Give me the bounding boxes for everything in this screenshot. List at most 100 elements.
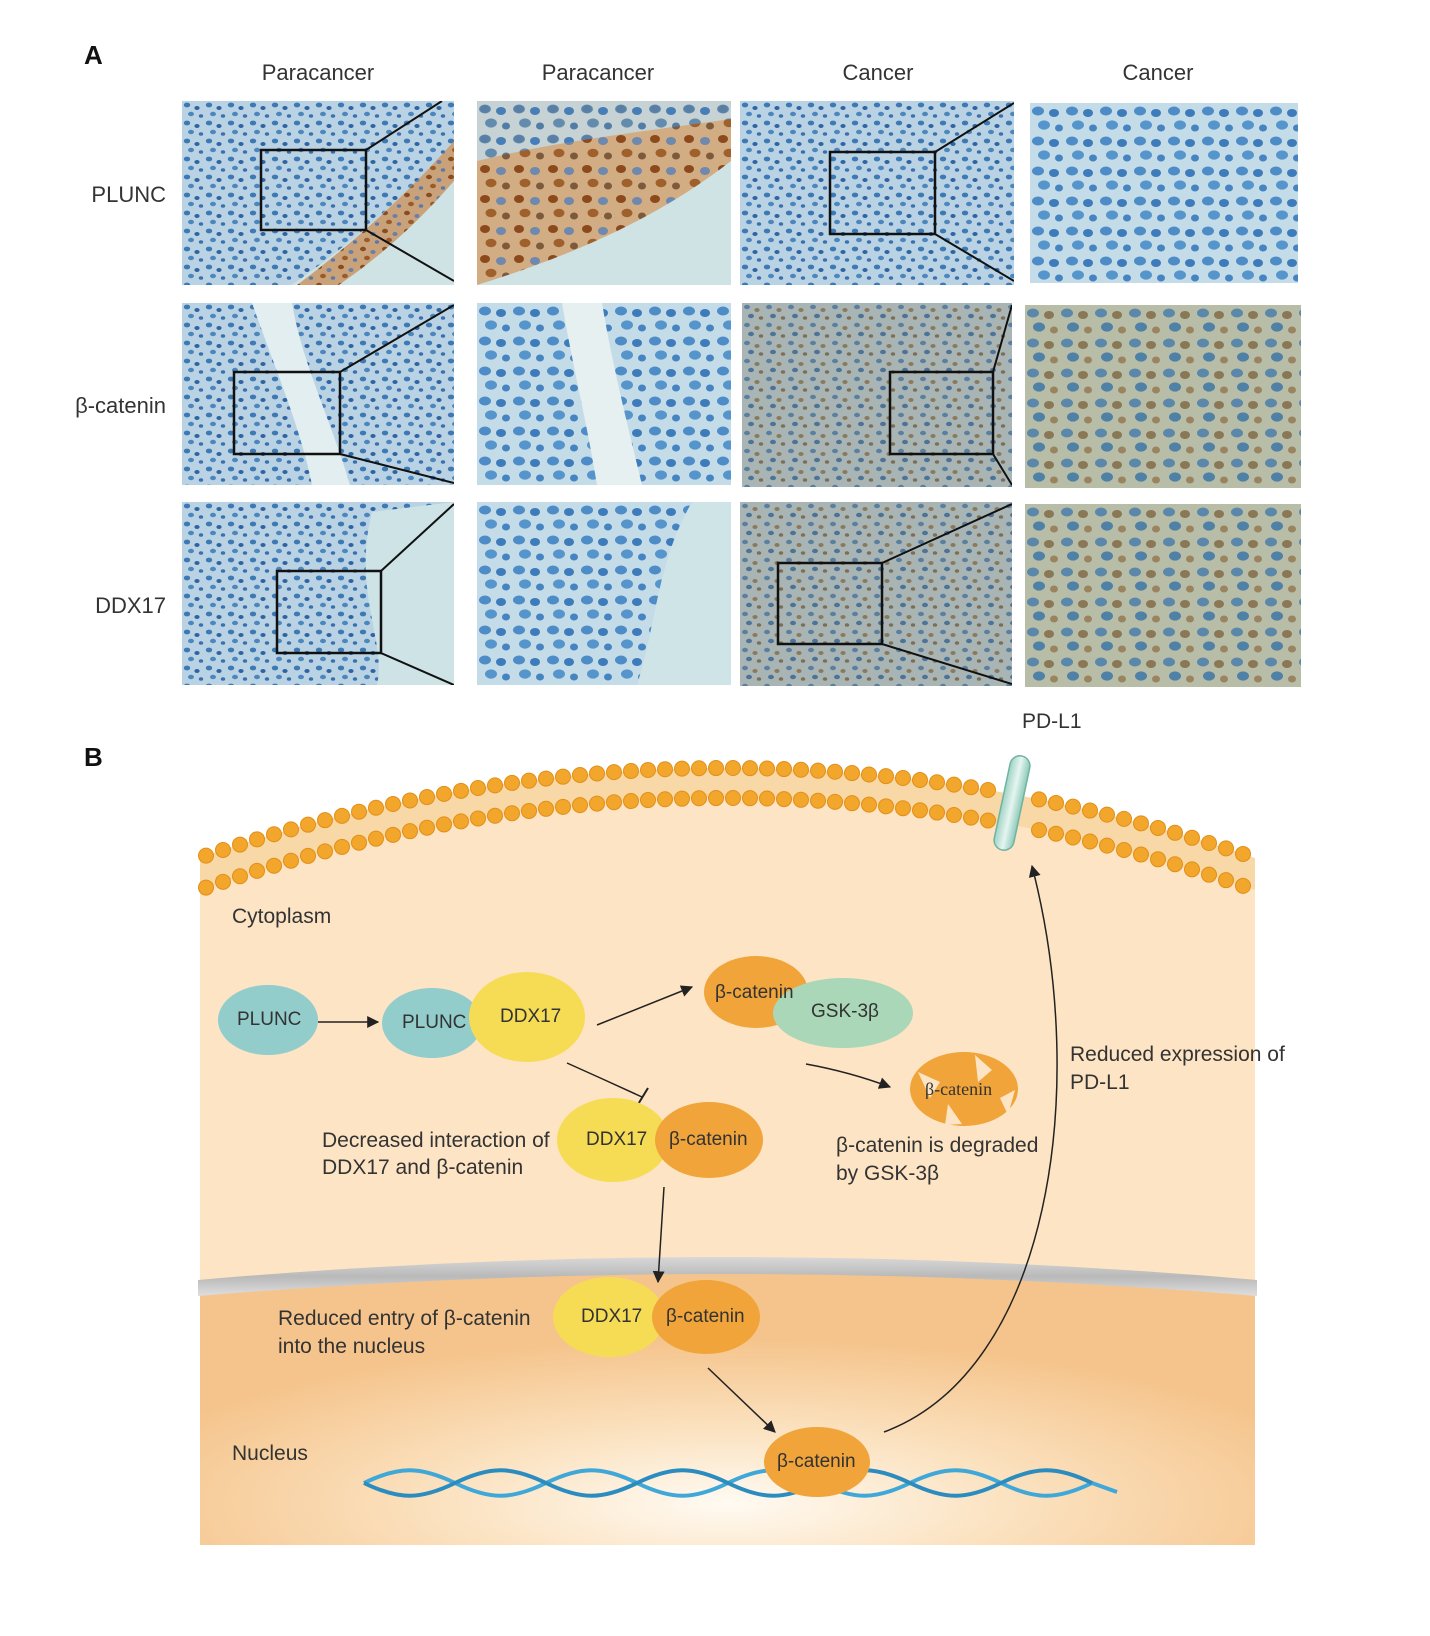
lipid-head	[573, 798, 588, 813]
lipid-head	[675, 761, 690, 776]
lipid-head	[692, 761, 707, 776]
lipid-head	[964, 810, 979, 825]
lipid-head	[556, 769, 571, 784]
lipid-head	[692, 791, 707, 806]
lipid-head	[1100, 807, 1115, 822]
reduced-pdl1-label-1: Reduced expression of	[1070, 1041, 1285, 1069]
bcat-degraded-label: β-catenin	[925, 1079, 992, 1100]
lipid-head	[335, 839, 350, 854]
lipid-head	[675, 791, 690, 806]
lipid-head	[335, 808, 350, 823]
lipid-head	[964, 780, 979, 795]
lipid-head	[726, 791, 741, 806]
lipid-head	[403, 824, 418, 839]
lipid-head	[386, 827, 401, 842]
lipid-head	[1032, 823, 1047, 838]
bcat-gsk-label: β-catenin	[715, 982, 794, 1004]
lipid-head	[862, 797, 877, 812]
lipid-head	[811, 793, 826, 808]
lipid-head	[1134, 816, 1149, 831]
lipid-head	[403, 793, 418, 808]
lipid-head	[1049, 795, 1064, 810]
lipid-head	[828, 794, 843, 809]
lipid-head	[1168, 857, 1183, 872]
ddx17-nuc-label: DDX17	[581, 1306, 642, 1328]
lipid-head	[420, 820, 435, 835]
lipid-head	[930, 775, 945, 790]
lipid-head	[862, 767, 877, 782]
lipid-head	[930, 805, 945, 820]
lipid-head	[896, 801, 911, 816]
lipid-head	[420, 790, 435, 805]
lipid-head	[1202, 836, 1217, 851]
lipid-head	[199, 848, 214, 863]
lipid-head	[233, 837, 248, 852]
lipid-head	[777, 792, 792, 807]
lipid-head	[505, 775, 520, 790]
ddx17-bound-label: DDX17	[500, 1006, 561, 1028]
lipid-head	[505, 806, 520, 821]
lipid-head	[1117, 811, 1132, 826]
lipid-head	[216, 843, 231, 858]
lipid-head	[488, 808, 503, 823]
lipid-head	[845, 796, 860, 811]
lipid-head	[607, 765, 622, 780]
pd-l1-label: PD-L1	[1022, 708, 1082, 736]
lipid-head	[284, 853, 299, 868]
lipid-head	[233, 869, 248, 884]
lipid-head	[913, 803, 928, 818]
lipid-head	[454, 783, 469, 798]
lipid-head	[1236, 846, 1251, 861]
lipid-head	[1066, 799, 1081, 814]
lipid-head	[369, 831, 384, 846]
plunc-free-label: PLUNC	[237, 1009, 301, 1031]
lipid-head	[386, 797, 401, 812]
lipid-head	[1219, 873, 1234, 888]
lipid-head	[1168, 825, 1183, 840]
lipid-head	[641, 793, 656, 808]
lipid-head	[1151, 852, 1166, 867]
lipid-head	[1134, 847, 1149, 862]
lipid-head	[624, 794, 639, 809]
ddx17-mid-label: DDX17	[586, 1129, 647, 1151]
lipid-head	[369, 800, 384, 815]
lipid-head	[1066, 830, 1081, 845]
lipid-head	[267, 858, 282, 873]
lipid-head	[250, 832, 265, 847]
reduced-entry-label-2: into the nucleus	[278, 1333, 425, 1361]
lipid-head	[1100, 838, 1115, 853]
lipid-head	[539, 801, 554, 816]
lipid-head	[879, 769, 894, 784]
degraded-label-1: β-catenin is degraded	[836, 1132, 1038, 1160]
decreased-interaction-label-2: DDX17 and β-catenin	[322, 1154, 523, 1182]
lipid-head	[318, 844, 333, 859]
lipid-head	[777, 762, 792, 777]
lipid-head	[896, 771, 911, 786]
lipid-head	[947, 777, 962, 792]
lipid-head	[199, 880, 214, 895]
lipid-head	[794, 792, 809, 807]
lipid-head	[437, 786, 452, 801]
lipid-head	[352, 835, 367, 850]
lipid-head	[301, 848, 316, 863]
lipid-head	[250, 863, 265, 878]
lipid-head	[607, 795, 622, 810]
lipid-head	[301, 817, 316, 832]
lipid-head	[760, 761, 775, 776]
lipid-head	[1185, 830, 1200, 845]
lipid-head	[828, 764, 843, 779]
lipid-head	[743, 761, 758, 776]
lipid-head	[981, 813, 996, 828]
lipid-head	[1049, 826, 1064, 841]
lipid-head	[658, 792, 673, 807]
lipid-head	[1185, 862, 1200, 877]
lipid-head	[284, 822, 299, 837]
lipid-head	[1202, 867, 1217, 882]
lipid-head	[709, 791, 724, 806]
lipid-head	[352, 804, 367, 819]
lipid-head	[590, 766, 605, 781]
bcat-dna-label: β-catenin	[777, 1451, 856, 1473]
lipid-head	[454, 814, 469, 829]
lipid-head	[981, 782, 996, 797]
